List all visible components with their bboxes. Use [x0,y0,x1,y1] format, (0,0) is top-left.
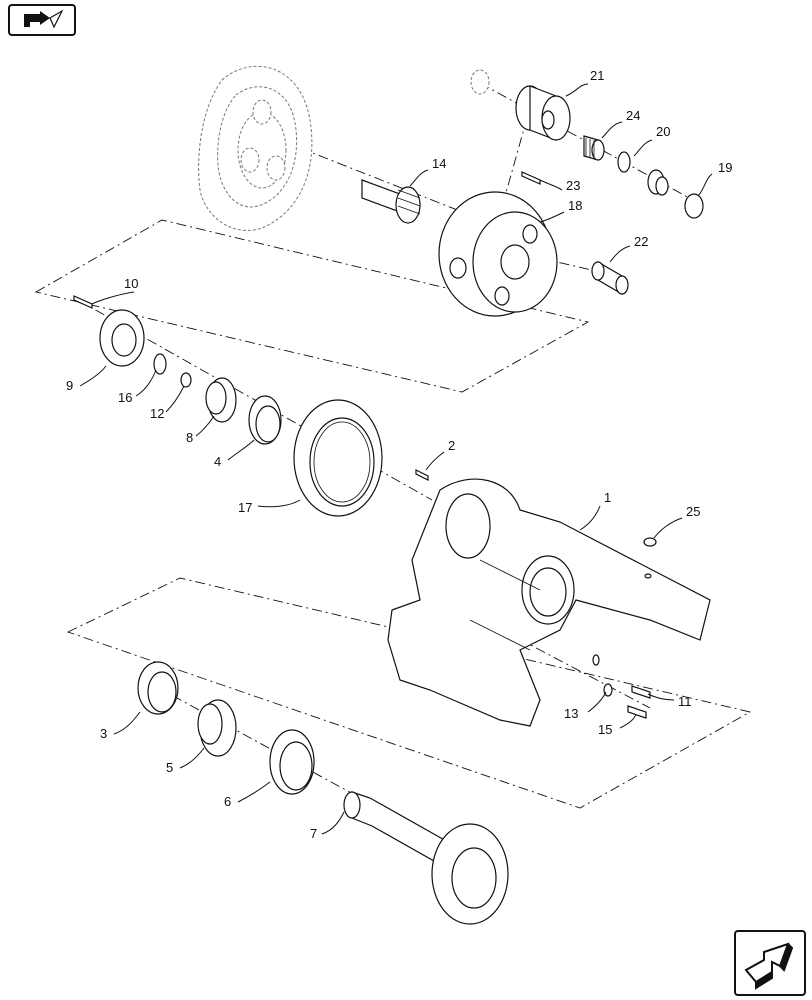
callout-21: 21 [590,68,604,83]
spring-washer [592,654,600,666]
retaining-bolt [73,295,93,309]
callout-15: 15 [598,722,612,737]
next-page-arrow-icon [744,942,794,990]
needle-bearing [583,135,605,161]
fill-plug [643,537,657,547]
callout-1: 1 [604,490,611,505]
thrust-washer [684,193,704,219]
small-bearing [647,169,669,196]
mounting-screw-lower [627,705,647,719]
planet-carrier [438,191,558,317]
dowel-pin [415,469,429,481]
upper-assembly-boundary [34,219,590,393]
planet-gear [515,85,571,141]
next-page-button[interactable] [734,930,806,996]
lower-assembly-boundary [66,577,752,809]
cone-bearing-outer [197,699,237,757]
axle-housing [387,478,711,727]
callout-14: 14 [432,156,446,171]
callout-10: 10 [124,276,138,291]
callout-11: 11 [678,694,692,709]
inner-snap-ring [153,353,167,375]
callout-8: 8 [186,430,193,445]
axle-shaft [343,791,509,925]
ring-gear [293,399,383,517]
callout-6: 6 [224,794,231,809]
housing-cover-ghost [198,65,313,231]
callout-9: 9 [66,378,73,393]
cone-bearing-inner [205,377,237,423]
callout-12: 12 [150,406,164,421]
bearing-cup-large [269,729,315,795]
callout-2: 2 [448,438,455,453]
callout-16: 16 [118,390,132,405]
callout-19: 19 [718,160,732,175]
snap-ring [617,151,631,173]
roll-pin [521,171,541,185]
callout-23: 23 [566,178,580,193]
callout-24: 24 [626,108,640,123]
callout-17: 17 [238,500,252,515]
callout-3: 3 [100,726,107,741]
mounting-screw-upper [631,685,651,699]
ghost-washer [470,69,490,95]
callout-5: 5 [166,760,173,775]
previous-page-button[interactable] [8,4,76,36]
pinion-shaft [361,179,421,224]
callout-18: 18 [568,198,582,213]
bearing-cup-outer [137,661,179,715]
callout-4: 4 [214,454,221,469]
bearing-cup-inner [248,395,282,445]
small-washer [180,372,192,388]
callout-22: 22 [634,234,648,249]
callout-7: 7 [310,826,317,841]
retainer-plate [99,309,145,367]
planet-shaft-sleeve [591,260,629,296]
callout-20: 20 [656,124,670,139]
previous-page-arrow-icon [24,9,64,29]
callout-13: 13 [564,706,578,721]
callout-25: 25 [686,504,700,519]
